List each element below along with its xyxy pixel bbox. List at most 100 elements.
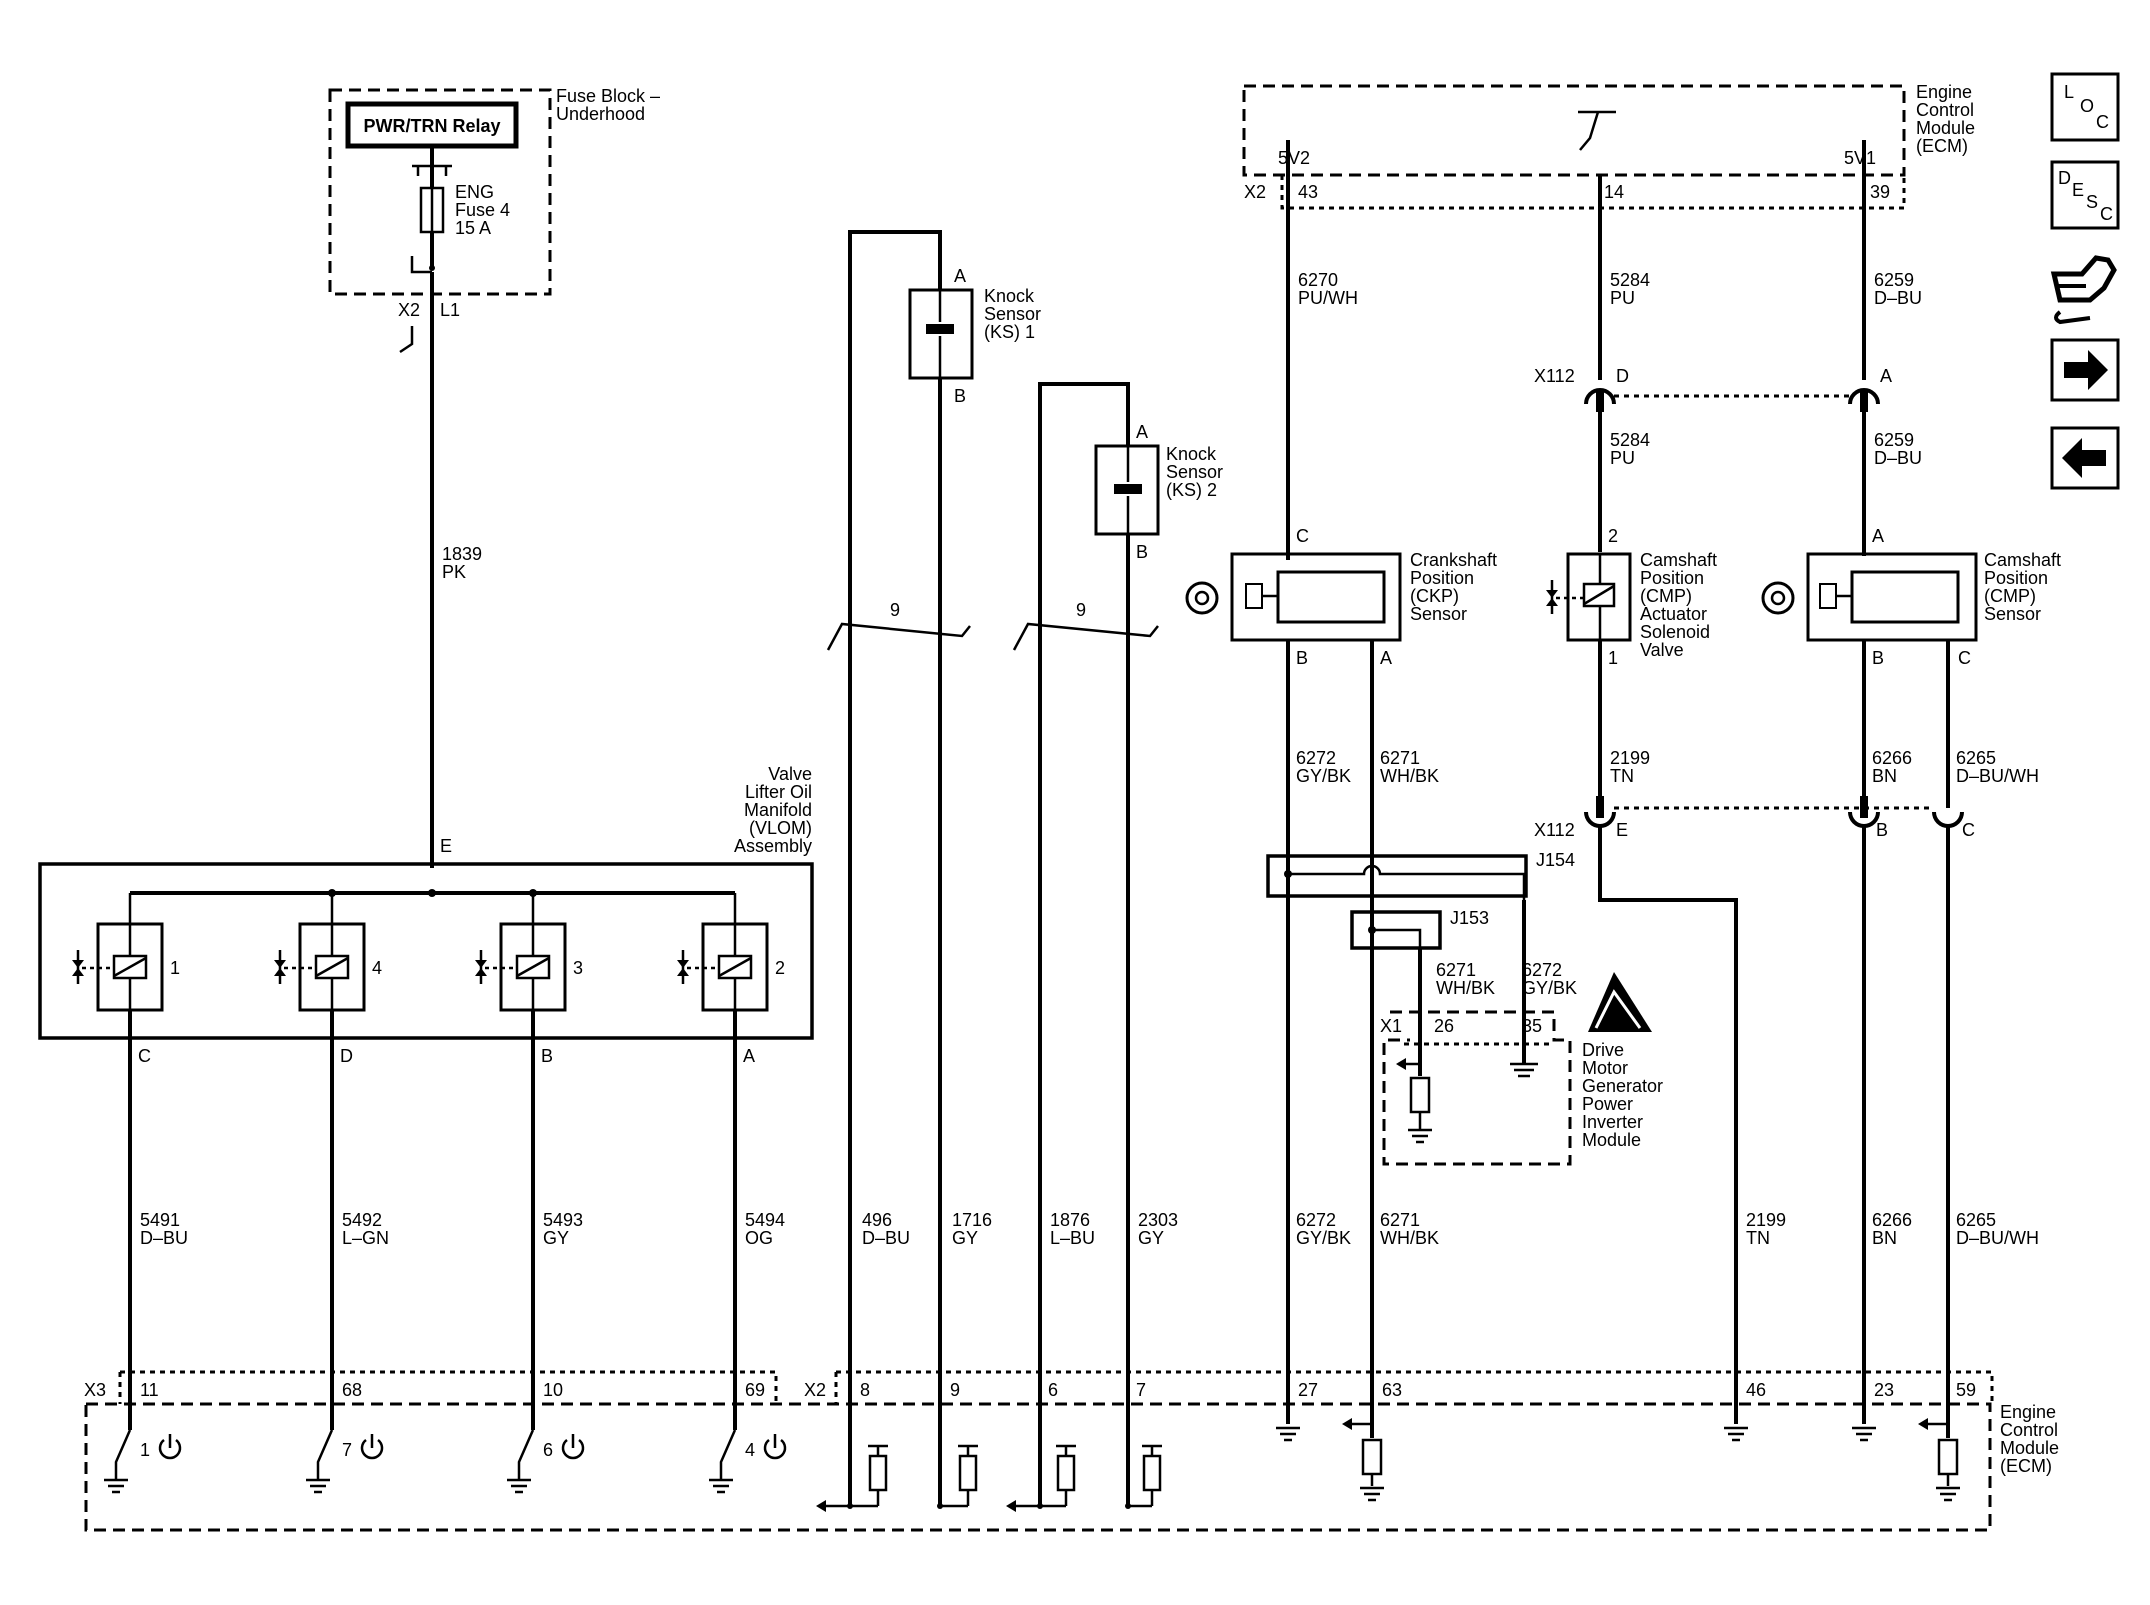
- wire-6259-circuit: 6259: [1874, 270, 1914, 290]
- dmg-pin-35: 35: [1522, 1016, 1542, 1036]
- wire-5493-color: GY: [543, 1228, 569, 1248]
- wire-5492-circuit: 5492: [342, 1210, 382, 1230]
- gear-icon: [1761, 581, 1795, 615]
- ecm-bottom-x2: X2: [804, 1380, 826, 1400]
- ecm-bottom-title-2: Control: [2000, 1420, 2058, 1440]
- ecm-top-pin-39: 39: [1870, 182, 1890, 202]
- dmg-name-1: Drive: [1582, 1040, 1624, 1060]
- ks1-pin-a: A: [954, 266, 966, 286]
- fuse-block-underhood: Fuse Block – Underhood PWR/TRN Relay ENG…: [328, 86, 660, 868]
- cmp-name-1: Camshaft: [1984, 550, 2061, 570]
- ecm-top-title-3: Module: [1916, 118, 1975, 138]
- wire-6271-color: WH/BK: [1380, 766, 1439, 786]
- loc-c: C: [2096, 112, 2109, 132]
- power-icon: [561, 1434, 585, 1460]
- cmp-name-4: Sensor: [1984, 604, 2041, 624]
- bottom-6272-color: GY/BK: [1296, 1228, 1351, 1248]
- wire-5284-color: PU: [1610, 288, 1635, 308]
- x112-bottom-label: X112: [1534, 820, 1575, 840]
- wire-6259b-color: D–BU: [1874, 448, 1922, 468]
- vlom-pin-D: D: [340, 1046, 353, 1066]
- solenoid-number-4: 4: [372, 958, 382, 978]
- ecm-knock-input-4: [1125, 1404, 1162, 1509]
- splice-j154: J154: [1266, 850, 1575, 900]
- solenoid-number-2: 2: [775, 958, 785, 978]
- wire-2199-color: TN: [1610, 766, 1634, 786]
- esd-warning-icon: [1588, 972, 1652, 1032]
- cmp-sensor: A Camshaft Position (CMP) Sensor B C 626…: [1761, 526, 2061, 808]
- right-arrow-icon: [2064, 350, 2108, 390]
- ecm-top: Engine Control Module (ECM) X2 5V2 43 14…: [1242, 82, 1975, 560]
- ecm-pin-63: 63: [1382, 1380, 1402, 1400]
- wire-6270-color: PU/WH: [1298, 288, 1358, 308]
- ecm-pin-68: 68: [342, 1380, 362, 1400]
- cmp-act-pin-1: 1: [1608, 648, 1618, 668]
- j153-label: J153: [1450, 908, 1489, 928]
- nav-loc-button[interactable]: L O C: [2050, 72, 2120, 142]
- wire-2199-circuit: 2199: [1610, 748, 1650, 768]
- vlom-box: [38, 862, 814, 1040]
- previous-arrow-button[interactable]: [2050, 426, 2120, 490]
- desc-c: C: [2100, 204, 2113, 224]
- wire-5284b-color: PU: [1610, 448, 1635, 468]
- fuse-label-1: ENG: [455, 182, 494, 202]
- cmp-act-name-4: Actuator: [1640, 604, 1707, 624]
- bottom-6265-circuit: 6265: [1956, 1210, 1996, 1230]
- vlom-title-5: Assembly: [734, 836, 812, 856]
- wire-6259b-circuit: 6259: [1874, 430, 1914, 450]
- loc-l: L: [2064, 82, 2074, 102]
- ckp-name-4: Sensor: [1410, 604, 1467, 624]
- ks2-twist: 9: [1076, 600, 1086, 620]
- x112-top-label: X112: [1534, 366, 1575, 386]
- ecm-top-5v1: 5V1: [1844, 148, 1876, 168]
- ecm-pin-46: 46: [1746, 1380, 1766, 1400]
- relay-label: PWR/TRN Relay: [363, 116, 500, 136]
- wire-1876-color: L–BU: [1050, 1228, 1095, 1248]
- ecm-pin-9: 9: [950, 1380, 960, 1400]
- knock-sensors: A B Knock Sensor (KS) 1 9 A B Knock Sens…: [826, 230, 1223, 1506]
- wire-6265-color: D–BU/WH: [1956, 766, 2039, 786]
- vlom-pin-B: B: [541, 1046, 553, 1066]
- ecm-pin-7: 7: [1136, 1380, 1146, 1400]
- wire-6271-circuit: 6271: [1380, 748, 1420, 768]
- ecm-knock-input-3: [1006, 1404, 1076, 1512]
- splice-j153: J153: [1350, 900, 1526, 1016]
- vlom-title-2: Lifter Oil: [745, 782, 812, 802]
- vlom-assembly: Valve Lifter Oil Manifold (VLOM) Assembl…: [38, 764, 814, 1494]
- x112-top-connector: X112 D A 5284 PU 6259 D–BU: [1534, 366, 1922, 556]
- ckp-name-1: Crankshaft: [1410, 550, 1497, 570]
- cmp-act-name-2: Position: [1640, 568, 1704, 588]
- ks1-name-3: (KS) 1: [984, 322, 1035, 342]
- wire-2303-color: GY: [1138, 1228, 1164, 1248]
- dmg-name-4: Power: [1582, 1094, 1633, 1114]
- solenoid-number-3: 3: [573, 958, 583, 978]
- x112-pin-d: D: [1616, 366, 1629, 386]
- dmg-wire-2-circuit: 6272: [1522, 960, 1562, 980]
- connector-tool-icon[interactable]: [2050, 255, 2117, 325]
- cmp-act-name-5: Solenoid: [1640, 622, 1710, 642]
- cmp-act-name-3: (CMP): [1640, 586, 1692, 606]
- bottom-6266-color: BN: [1872, 1228, 1897, 1248]
- x112-pin-a: A: [1880, 366, 1892, 386]
- bottom-6272-circuit: 6272: [1296, 1210, 1336, 1230]
- ckp-pin-a: A: [1380, 648, 1392, 668]
- ecm-cmp-low: [1852, 1404, 1876, 1442]
- cmp-actuator-solenoid-valve: 2 Camshaft Position (CMP) Actuator Solen…: [1546, 526, 1717, 808]
- ckp-name-2: Position: [1410, 568, 1474, 588]
- ecm-knock-input-2: [937, 1404, 978, 1509]
- ecm-knock-input-1: [816, 1404, 888, 1512]
- next-arrow-button[interactable]: [2050, 338, 2120, 402]
- dmg-wire-1-circuit: 6271: [1436, 960, 1476, 980]
- wire-5491-color: D–BU: [140, 1228, 188, 1248]
- wire-2303-circuit: 2303: [1138, 1210, 1178, 1230]
- nav-desc-button[interactable]: D E S C: [2050, 160, 2120, 230]
- x112-pin-b: B: [1876, 820, 1888, 840]
- fuse-label-2: Fuse 4: [455, 200, 510, 220]
- ecm-top-pin-43: 43: [1298, 182, 1318, 202]
- ecm-bottom-title-3: Module: [2000, 1438, 2059, 1458]
- bottom-6266-circuit: 6266: [1872, 1210, 1912, 1230]
- wire-496-circuit: 496: [862, 1210, 892, 1230]
- wire-6272-color: GY/BK: [1296, 766, 1351, 786]
- fuse-block-title-2: Underhood: [556, 104, 645, 124]
